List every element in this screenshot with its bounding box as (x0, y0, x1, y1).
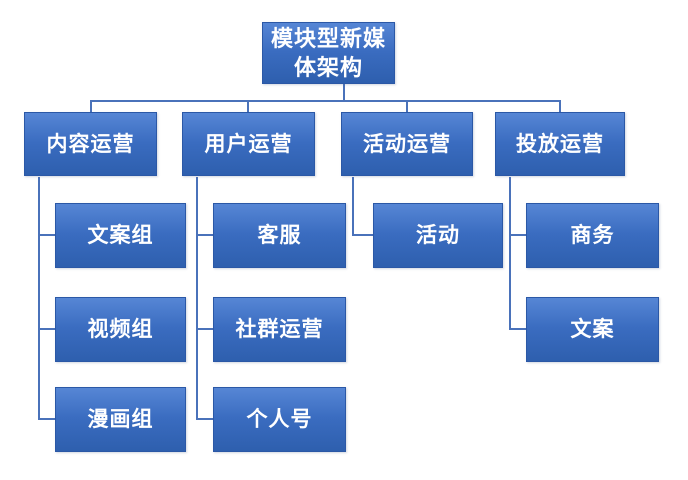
node-copywriting: 文案 (526, 297, 659, 362)
connector-elbow-4-1 (509, 234, 527, 236)
node-ad-operations: 投放运营 (495, 112, 625, 176)
connector-hang-branch-2 (196, 177, 198, 420)
node-business: 商务 (526, 203, 659, 268)
node-video-group: 视频组 (55, 297, 186, 362)
connector-drop-branch-3 (406, 100, 408, 113)
node-community-operations: 社群运营 (213, 297, 346, 362)
connector-elbow-2-3 (196, 418, 214, 420)
connector-root-stub (343, 84, 345, 101)
connector-hang-branch-3 (352, 177, 354, 236)
node-customer-service: 客服 (213, 203, 346, 268)
connector-elbow-4-2 (509, 328, 527, 330)
connector-elbow-1-2 (38, 328, 56, 330)
node-user-operations: 用户运营 (182, 112, 315, 176)
node-comic-group: 漫画组 (55, 387, 186, 452)
node-activity-operations: 活动运营 (341, 112, 473, 176)
connector-hang-branch-4 (509, 177, 511, 330)
node-personal-account: 个人号 (213, 387, 346, 452)
node-root: 模块型新媒体架构 (262, 22, 395, 84)
connector-elbow-1-1 (38, 234, 56, 236)
connector-elbow-2-1 (196, 234, 214, 236)
connector-elbow-1-3 (38, 418, 56, 420)
connector-drop-branch-2 (247, 100, 249, 113)
connector-drop-branch-1 (90, 100, 92, 113)
connector-elbow-3-1 (352, 234, 374, 236)
connector-elbow-2-2 (196, 328, 214, 330)
node-content-operations: 内容运营 (24, 112, 157, 176)
node-activity: 活动 (373, 203, 503, 268)
connector-bus (91, 100, 561, 102)
connector-hang-branch-1 (38, 177, 40, 420)
connector-drop-branch-4 (559, 100, 561, 113)
node-copywriting-group: 文案组 (55, 203, 186, 268)
